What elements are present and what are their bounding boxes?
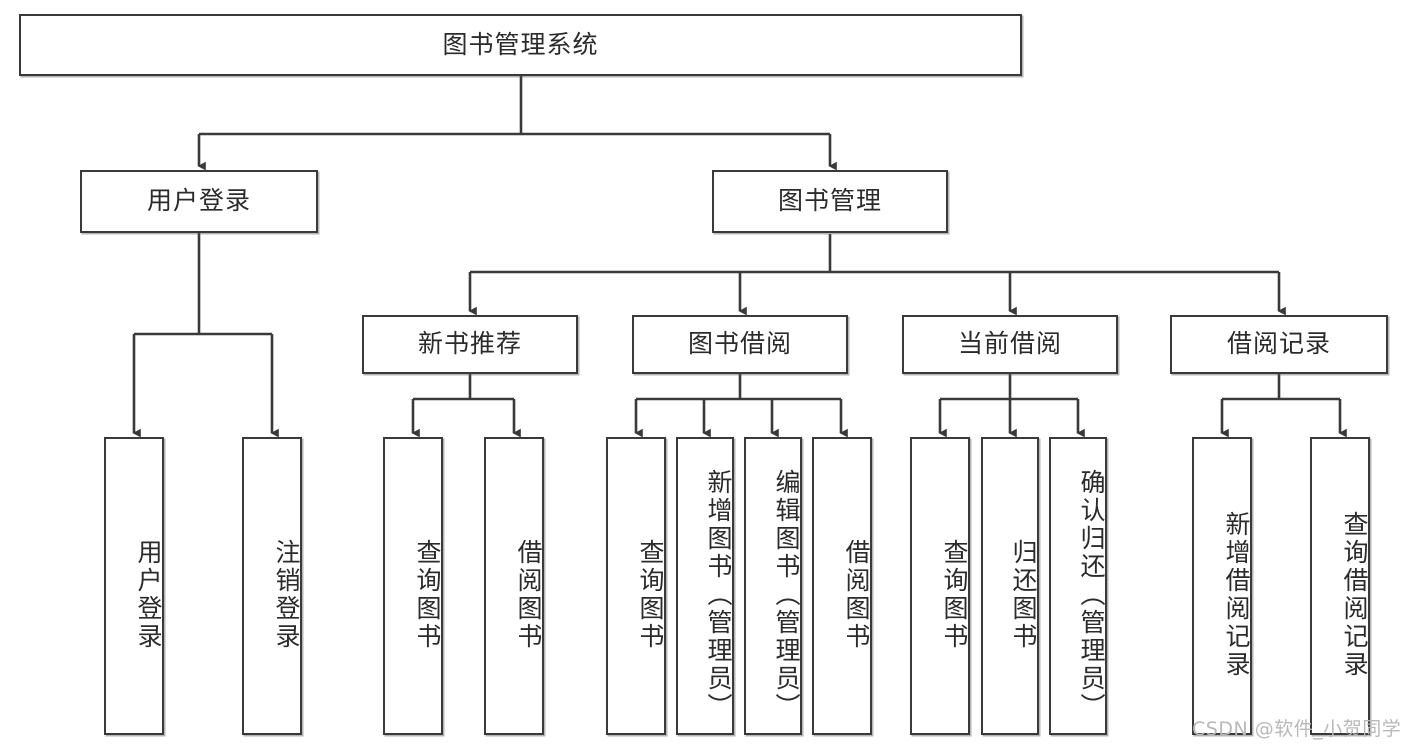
- leaf-bookborrow-query-book[interactable]: 查询图书: [606, 437, 666, 735]
- leaf-bookborrow-query-book-label: 查询图书: [636, 539, 665, 651]
- leaf-bookborrow-add-book-label: 新增图书（管理员）: [704, 469, 733, 721]
- node-root-label: 图书管理系统: [442, 29, 599, 59]
- leaf-borrowrecord-query-record-label: 查询借阅记录: [1340, 511, 1369, 679]
- leaf-newbook-borrow-book[interactable]: 借阅图书: [484, 437, 544, 735]
- leaf-currentborrow-confirm-return[interactable]: 确认归还（管理员）: [1049, 437, 1107, 735]
- node-user-login[interactable]: 用户登录: [80, 170, 318, 233]
- node-book-borrow-label: 图书借阅: [687, 329, 792, 359]
- node-user-login-label: 用户登录: [146, 186, 251, 216]
- node-current-borrow-label: 当前借阅: [957, 329, 1062, 359]
- node-current-borrow[interactable]: 当前借阅: [902, 315, 1118, 374]
- leaf-currentborrow-return-book[interactable]: 归还图书: [981, 437, 1039, 735]
- leaf-borrowrecord-query-record[interactable]: 查询借阅记录: [1310, 437, 1370, 735]
- csdn-watermark: CSDN @软件_小贺同学: [1192, 718, 1402, 740]
- leaf-bookborrow-borrow-book[interactable]: 借阅图书: [812, 437, 872, 735]
- leaf-newbook-query-book-label: 查询图书: [413, 539, 442, 651]
- leaf-logout-label: 注销登录: [272, 539, 301, 651]
- node-book-management-label: 图书管理: [777, 186, 882, 216]
- leaf-bookborrow-edit-book-label: 编辑图书（管理员）: [772, 469, 801, 721]
- node-new-book-recommend-label: 新书推荐: [417, 329, 522, 359]
- leaf-newbook-query-book[interactable]: 查询图书: [383, 437, 443, 735]
- leaf-bookborrow-borrow-book-label: 借阅图书: [842, 539, 871, 651]
- leaf-bookborrow-edit-book[interactable]: 编辑图书（管理员）: [744, 437, 802, 735]
- node-book-borrow[interactable]: 图书借阅: [632, 315, 848, 374]
- node-root[interactable]: 图书管理系统: [19, 14, 1022, 76]
- leaf-currentborrow-return-book-label: 归还图书: [1009, 539, 1038, 651]
- node-book-management[interactable]: 图书管理: [712, 170, 948, 233]
- leaf-logout[interactable]: 注销登录: [242, 437, 302, 735]
- leaf-user-login-label: 用户登录: [134, 539, 163, 651]
- leaf-newbook-borrow-book-label: 借阅图书: [514, 539, 543, 651]
- leaf-borrowrecord-add-record[interactable]: 新增借阅记录: [1192, 437, 1252, 735]
- leaf-user-login[interactable]: 用户登录: [104, 437, 164, 735]
- leaf-currentborrow-confirm-return-label: 确认归还（管理员）: [1077, 469, 1106, 721]
- leaf-bookborrow-add-book[interactable]: 新增图书（管理员）: [676, 437, 734, 735]
- leaf-borrowrecord-add-record-label: 新增借阅记录: [1222, 511, 1251, 679]
- node-borrow-record[interactable]: 借阅记录: [1170, 315, 1388, 374]
- leaf-currentborrow-query-book-label: 查询图书: [940, 539, 969, 651]
- leaf-currentborrow-query-book[interactable]: 查询图书: [910, 437, 970, 735]
- node-borrow-record-label: 借阅记录: [1226, 329, 1331, 359]
- node-new-book-recommend[interactable]: 新书推荐: [362, 315, 578, 374]
